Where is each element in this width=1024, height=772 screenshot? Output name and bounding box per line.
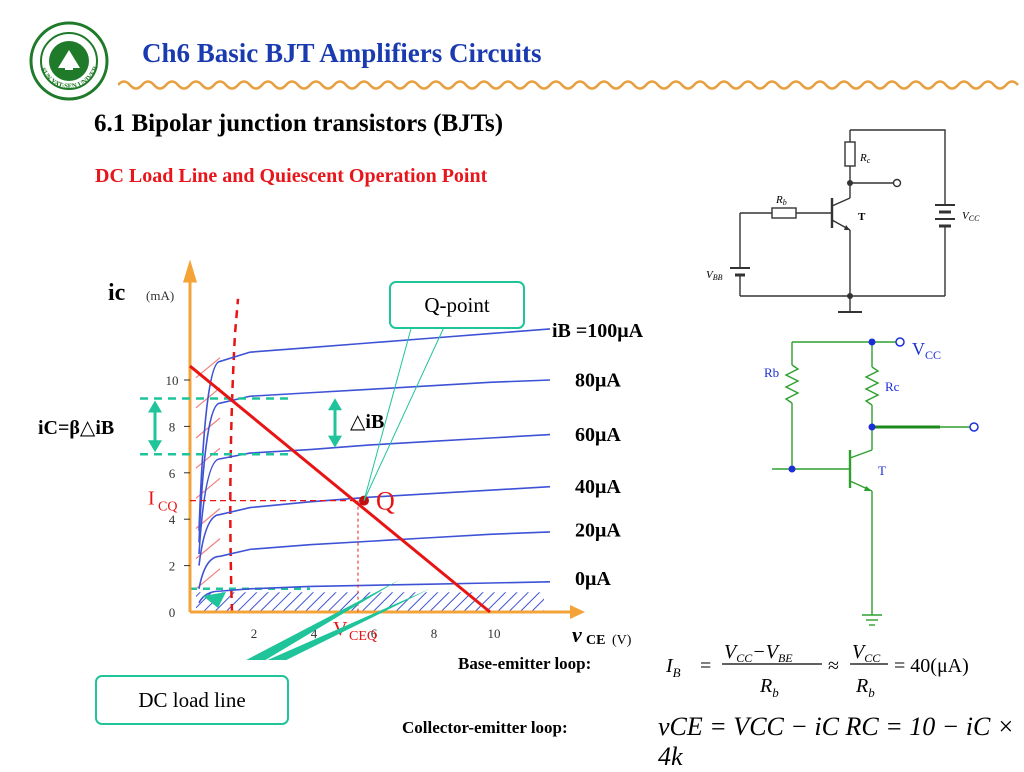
svg-text:= 40(μA): = 40(μA) bbox=[894, 655, 969, 677]
svg-text:≈: ≈ bbox=[828, 655, 839, 677]
base-loop-label: Base-emitter loop: bbox=[458, 654, 592, 673]
qpoint-pointer-2 bbox=[363, 324, 446, 501]
svg-text:Rb: Rb bbox=[759, 675, 779, 700]
svg-text:VCC: VCC bbox=[852, 641, 881, 665]
x-tick-label-2: 2 bbox=[251, 626, 258, 641]
ib-curve-1 bbox=[198, 379, 551, 543]
x-axis-title: v bbox=[572, 622, 582, 647]
vceq-sub: CEQ bbox=[349, 629, 377, 644]
x-tick-label-10: 10 bbox=[488, 626, 501, 641]
x-tick-label-8: 8 bbox=[431, 626, 438, 641]
y-tick-label-6: 6 bbox=[169, 466, 176, 481]
curve-label-5: 0μA bbox=[575, 568, 611, 590]
y-tick-label-0: 0 bbox=[169, 605, 176, 620]
saturation-boundary bbox=[229, 298, 240, 613]
x-tick-label-6: 6 bbox=[371, 626, 378, 641]
curve-label-3: 40μA bbox=[575, 476, 621, 498]
slide-title: Ch6 Basic BJT Amplifiers Circuits bbox=[142, 38, 542, 68]
output-characteristics-chart: iB =100μA 80μA 60μA 40μA 20μA 0μA 0 2 4 6 8 10 2 4 6 8 1… bbox=[38, 260, 644, 660]
svg-text:VCC−VBE: VCC−VBE bbox=[724, 641, 793, 665]
svg-text:IB: IB bbox=[665, 655, 681, 680]
rc2-label: Rc bbox=[885, 379, 900, 394]
fixed-bias-circuit: Rc Rb T VCC VBB bbox=[706, 129, 980, 313]
svg-text:Rb: Rb bbox=[775, 194, 787, 207]
dc-load-line bbox=[189, 364, 491, 614]
vcc2-label: V bbox=[912, 339, 925, 359]
q-point-marker bbox=[359, 495, 369, 506]
x-axis-unit: (V) bbox=[612, 633, 632, 648]
collector-loop-label: Collector-emitter loop: bbox=[402, 718, 568, 737]
y-axis-unit: (mA) bbox=[146, 288, 174, 303]
svg-text:=: = bbox=[700, 655, 711, 677]
ib-curve-3 bbox=[198, 485, 551, 566]
qpoint-pointer-1 bbox=[363, 324, 413, 501]
y-axis-title: ic bbox=[108, 280, 126, 306]
curve-label-2: 60μA bbox=[575, 424, 621, 446]
q-label: Q bbox=[376, 487, 395, 516]
subsection-heading: DC Load Line and Quiescent Operation Poi… bbox=[95, 165, 488, 187]
ib-arrow-head-down bbox=[328, 435, 342, 448]
x-axis-arrow bbox=[570, 605, 585, 619]
delta-ib-label: △iB bbox=[350, 411, 384, 433]
icq-label: I bbox=[148, 488, 155, 510]
base-loop-equation: IB = VCC−VBE Rb ≈ VCC Rb = 40(μA) bbox=[665, 641, 969, 700]
svg-text:VBB: VBB bbox=[706, 269, 723, 282]
ic-beta-label: iC=β△iB bbox=[38, 417, 114, 439]
vcc-label: V bbox=[962, 210, 970, 222]
saturation-hatch bbox=[195, 447, 221, 469]
section-heading: 6.1 Bipolar junction transistors (BJTs) bbox=[94, 110, 504, 137]
rc-label: R bbox=[859, 152, 867, 164]
green-marker bbox=[203, 592, 226, 608]
vbb-label: V bbox=[706, 269, 714, 281]
saturation-hatch bbox=[195, 417, 221, 439]
svg-text:Rc: Rc bbox=[859, 152, 871, 165]
ib-arrow-head-up bbox=[328, 398, 342, 411]
x-tick-label-4: 4 bbox=[311, 626, 318, 641]
y-tick-label-4: 4 bbox=[169, 512, 176, 527]
x-axis-sub: CE bbox=[586, 633, 605, 648]
svg-text:VCC: VCC bbox=[912, 339, 941, 362]
ib-curve-4 bbox=[198, 531, 551, 589]
ic-arrow-head-up bbox=[148, 400, 162, 413]
y-axis-arrow bbox=[183, 260, 197, 283]
y-tick-label-8: 8 bbox=[169, 419, 176, 434]
transistor2-label: T bbox=[878, 463, 886, 478]
icq-sub: CQ bbox=[158, 500, 177, 515]
y-tick-label-10: 10 bbox=[166, 373, 179, 388]
university-logo: SUN YAT-SEN UNIVERSITY bbox=[28, 20, 109, 101]
ic-arrow-head-down bbox=[148, 440, 162, 453]
qpoint-callout: Q-point bbox=[389, 281, 525, 329]
loadline-pointer-2 bbox=[267, 588, 430, 660]
dc-load-line-callout: DC load line bbox=[95, 675, 289, 725]
rb2-label: Rb bbox=[764, 365, 779, 380]
collector-loop-equation: vCE = VCC − iC RC = 10 − iC × 4k bbox=[658, 712, 1015, 771]
ib-curve-0 bbox=[198, 328, 551, 531]
title-underline bbox=[118, 80, 1019, 90]
ib-curve-2 bbox=[198, 433, 551, 555]
loadline-pointer-1 bbox=[246, 579, 400, 660]
svg-text:Rb: Rb bbox=[855, 675, 875, 700]
single-supply-circuit: VCC Rb Rc T bbox=[764, 337, 979, 626]
curve-label-0: iB =100μA bbox=[552, 320, 644, 342]
cutoff-region bbox=[196, 592, 544, 611]
transistor-label: T bbox=[858, 211, 866, 223]
curve-label-4: 20μA bbox=[575, 519, 621, 541]
y-tick-label-2: 2 bbox=[169, 559, 176, 574]
svg-text:VCC: VCC bbox=[962, 210, 980, 223]
curve-label-1: 80μA bbox=[575, 369, 621, 391]
rb-label: R bbox=[775, 194, 783, 206]
